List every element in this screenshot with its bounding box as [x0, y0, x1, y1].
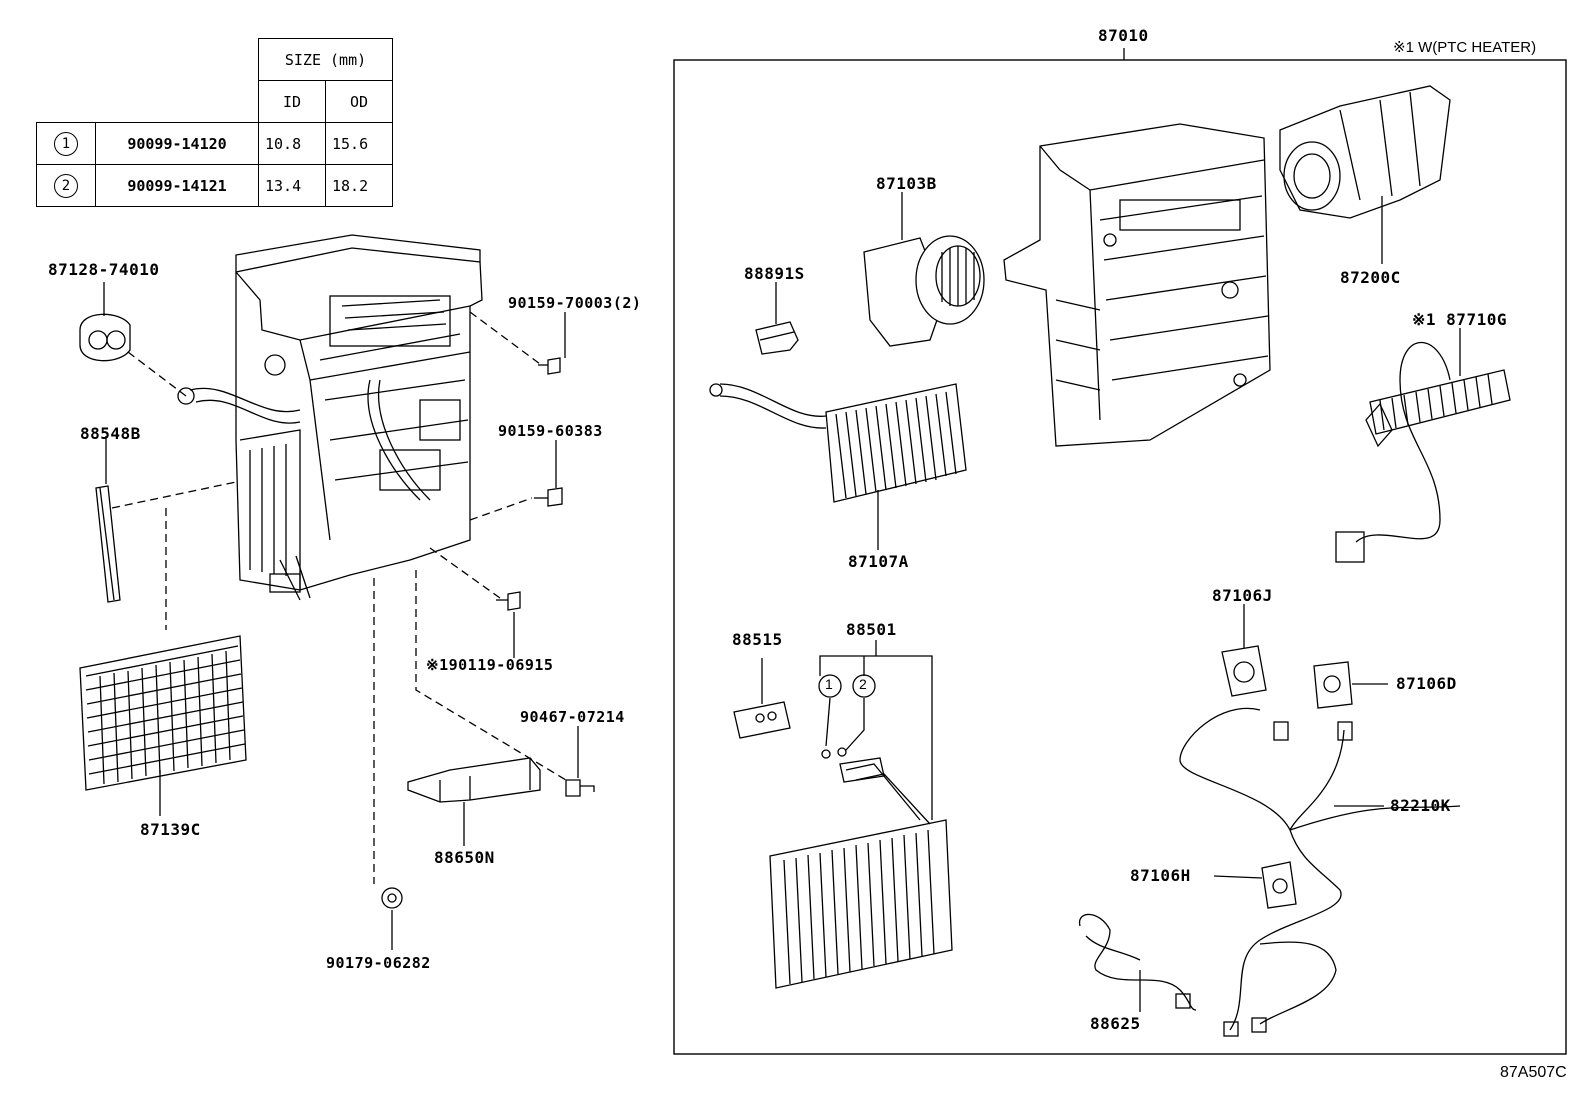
leader	[1213, 875, 1263, 879]
size-header: SIZE (mm)	[258, 38, 393, 81]
part-label: 90179-06282	[326, 954, 431, 972]
harness-88625	[1079, 913, 1197, 1011]
part-label: 88515	[732, 630, 783, 649]
part-label: ※1 87710G	[1412, 310, 1507, 329]
part-label: 87103B	[876, 174, 937, 193]
part-label: 88501	[846, 620, 897, 639]
part-label: 82210K	[1390, 796, 1451, 815]
part-label: 88625	[1090, 1014, 1141, 1033]
diagram-code: 87A507C	[1500, 1064, 1567, 1081]
assembly-housing	[1003, 123, 1271, 447]
servo-87106j	[1221, 645, 1267, 697]
row-index: 1	[36, 122, 96, 165]
screw-90119	[496, 591, 521, 611]
part-label: 90159-70003(2)	[508, 294, 642, 312]
part-label: 87107A	[848, 552, 909, 571]
table-row: 1 90099-14120 10.8 15.6	[36, 122, 393, 165]
harness-82210	[1179, 707, 1461, 1037]
part-label: 87139C	[140, 820, 201, 839]
screw-90159-60383	[534, 487, 563, 507]
servo-87106h	[1261, 861, 1297, 909]
leader-dashed	[429, 547, 501, 599]
table-row: 2 90099-14121 13.4 18.2	[36, 164, 393, 207]
oring-2-marker	[852, 674, 876, 698]
servo-87106d	[1313, 661, 1353, 709]
part-label: 87128-74010	[48, 260, 160, 279]
part-label: 90159-60383	[498, 422, 603, 440]
part-number: 90099-14121	[95, 164, 259, 207]
part-label: ※190119-06915	[426, 656, 554, 674]
leader-dashed	[111, 481, 237, 630]
outer-diameter: 15.6	[325, 122, 393, 165]
bolt-90467	[565, 779, 595, 797]
ptc-heater-note: ※1 W(PTC HEATER)	[1393, 39, 1537, 56]
outer-diameter: 18.2	[325, 164, 393, 207]
grommet-87128	[79, 313, 131, 362]
bracket-88650	[407, 757, 541, 803]
row-index: 2	[36, 164, 96, 207]
blower-87103	[863, 235, 985, 347]
part-label: 88548B	[80, 424, 141, 443]
assembly-label: 87010	[1098, 26, 1149, 45]
leader-dashed	[469, 497, 533, 521]
case-87200	[1279, 85, 1451, 219]
oring-2	[837, 747, 847, 757]
valve-88515	[733, 701, 791, 739]
nut-90179	[381, 887, 403, 909]
part-label: 87200C	[1340, 268, 1401, 287]
leader	[819, 655, 933, 820]
part-label: 90467-07214	[520, 708, 625, 726]
part-label: 87106H	[1130, 866, 1191, 885]
hvac-unit	[177, 234, 483, 601]
filter-87139	[79, 635, 247, 791]
leader-dashed	[469, 311, 541, 365]
seal-88548	[95, 485, 121, 603]
screw-90159-70003	[538, 357, 561, 375]
oring-1-index: 1	[825, 676, 833, 692]
oring-2-index: 2	[859, 676, 867, 692]
part-label: 87106J	[1212, 586, 1273, 605]
assembly-box	[673, 59, 1567, 1055]
col-id: ID	[258, 80, 326, 123]
heater-core-87107	[709, 383, 967, 503]
ptc-heater-87710	[1335, 341, 1511, 563]
part-label: 88650N	[434, 848, 495, 867]
oring-1-marker	[818, 674, 842, 698]
leader-dashed	[127, 351, 187, 397]
leader	[825, 697, 865, 751]
size-table: SIZE (mm) ID OD 1 90099-14120 10.8 15.6 …	[36, 38, 393, 207]
evaporator-88501	[769, 757, 953, 989]
oring-1	[821, 749, 831, 759]
part-label: 87106D	[1396, 674, 1457, 693]
inner-diameter: 13.4	[258, 164, 326, 207]
leader-dashed	[415, 570, 567, 781]
part-label: 88891S	[744, 264, 805, 283]
clip-88891	[755, 321, 799, 355]
